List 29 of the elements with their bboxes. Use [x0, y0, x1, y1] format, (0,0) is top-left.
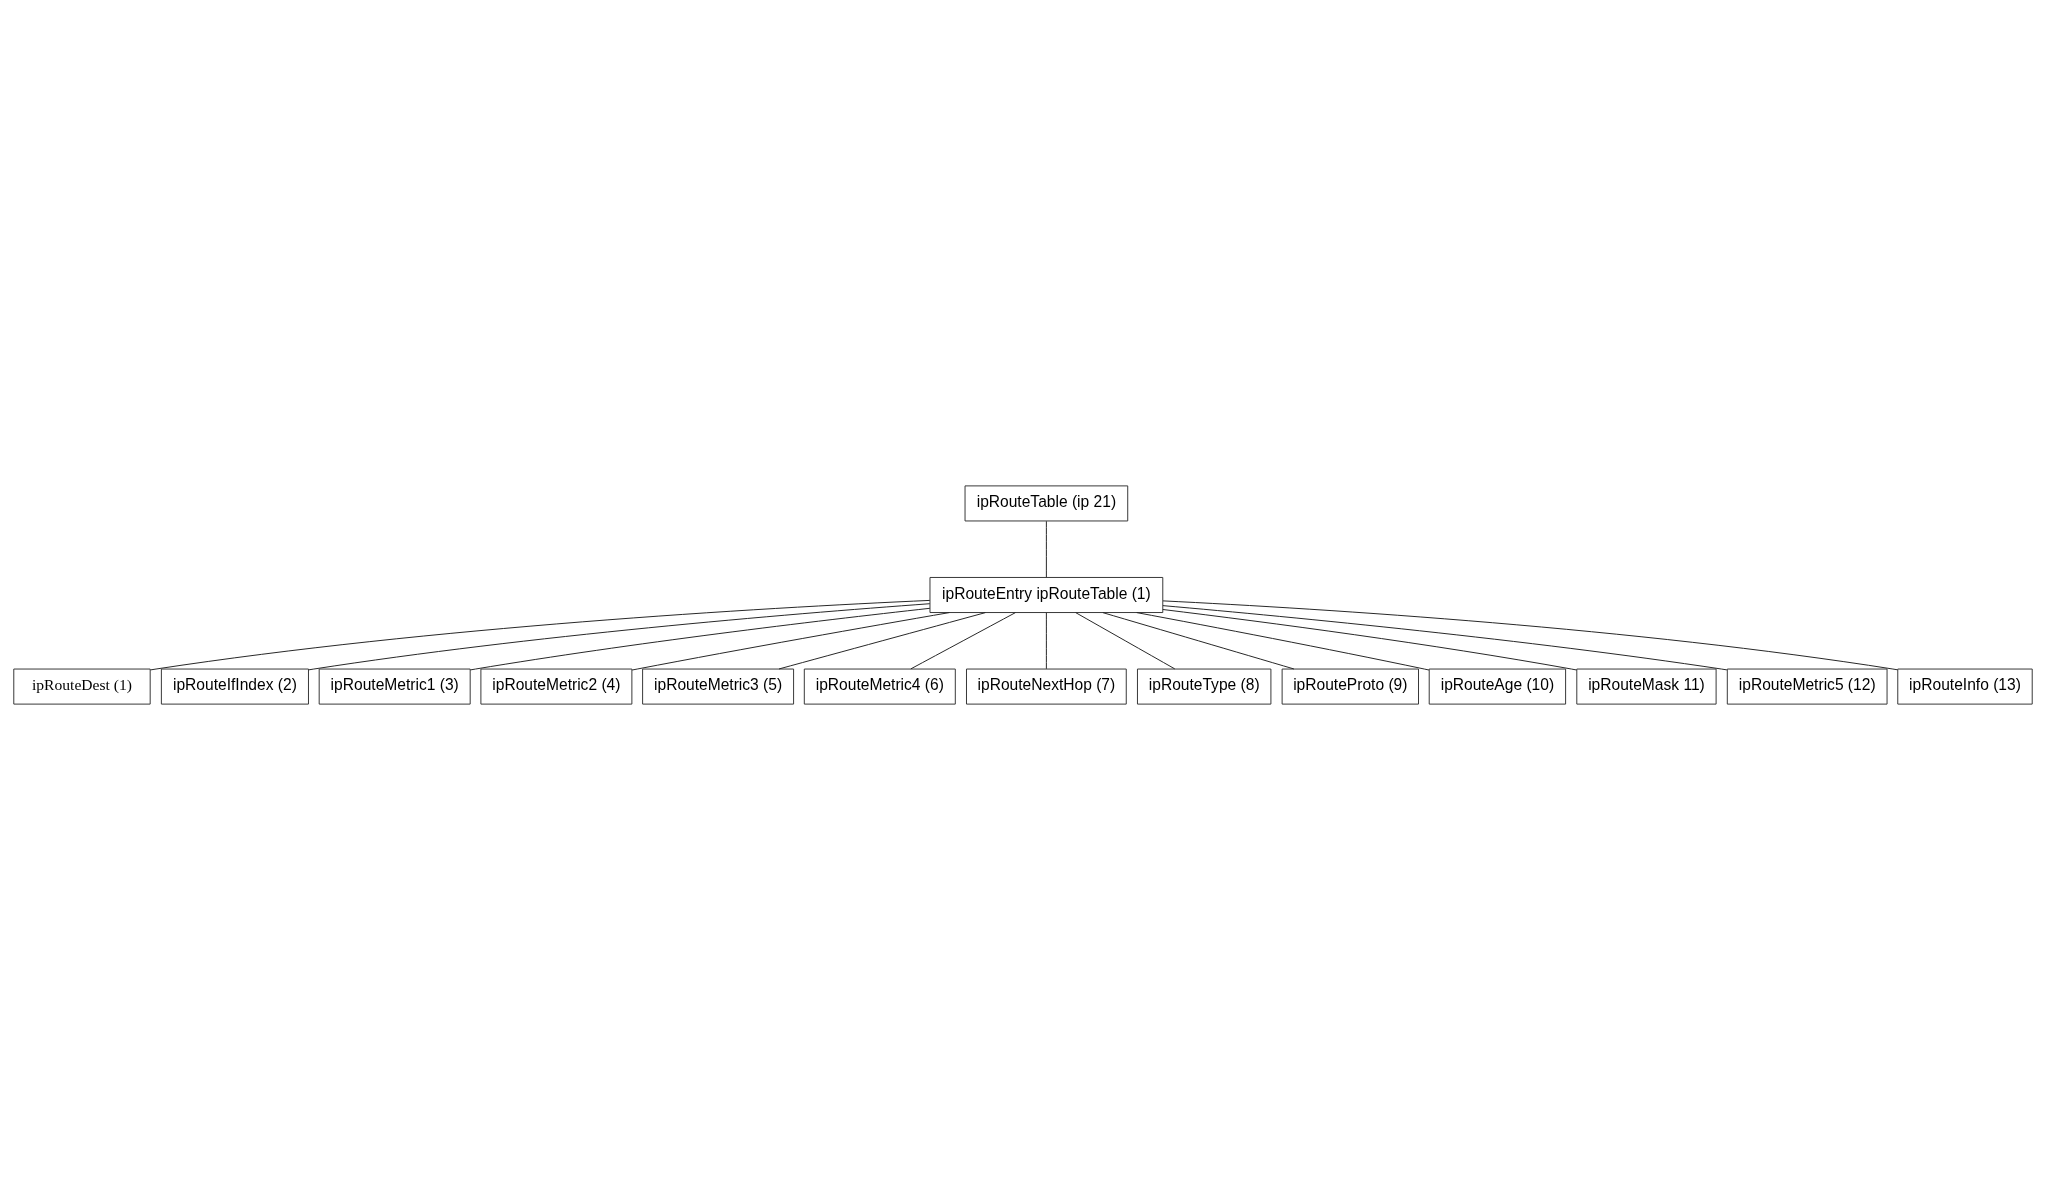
connector: [910, 612, 1016, 670]
connector: [308, 603, 931, 671]
connector: [1045, 612, 1047, 670]
connector: [469, 607, 931, 671]
connector: [778, 612, 986, 670]
connector: [1102, 612, 1295, 670]
node-box: ipRouteIfIndex (2): [160, 668, 309, 705]
node-box: ipRouteMetric3 (5): [642, 668, 795, 705]
node-box: ipRouteInfo (13): [1897, 668, 2033, 705]
connector: [1162, 605, 1728, 671]
node-box: ipRouteTable (ip 21): [964, 485, 1129, 522]
node-box: ipRouteType (8): [1136, 668, 1272, 705]
node-box: ipRouteMetric4 (6): [803, 668, 956, 705]
node-box: ipRouteNextHop (7): [966, 668, 1127, 705]
node-box: ipRouteMetric1 (3): [318, 668, 471, 705]
node-box: ipRouteAge (10): [1428, 668, 1567, 705]
connector: [631, 612, 950, 671]
node-box: ipRouteMask 11): [1576, 668, 1717, 705]
node-box: ipRouteDest (1): [13, 668, 151, 705]
connector: [150, 599, 931, 671]
node-box: ipRouteMetric2 (4): [480, 668, 633, 705]
node-box: ipRouteProto (9): [1281, 668, 1419, 705]
connector: [1075, 612, 1176, 670]
node-box: ipRouteEntry ipRouteTable (1): [929, 577, 1164, 613]
connector: [1162, 600, 1898, 671]
node-box: ipRouteMetric5 (12): [1726, 668, 1888, 705]
connector: [1045, 520, 1047, 578]
connector: [1162, 609, 1578, 671]
connector: [1136, 612, 1430, 671]
